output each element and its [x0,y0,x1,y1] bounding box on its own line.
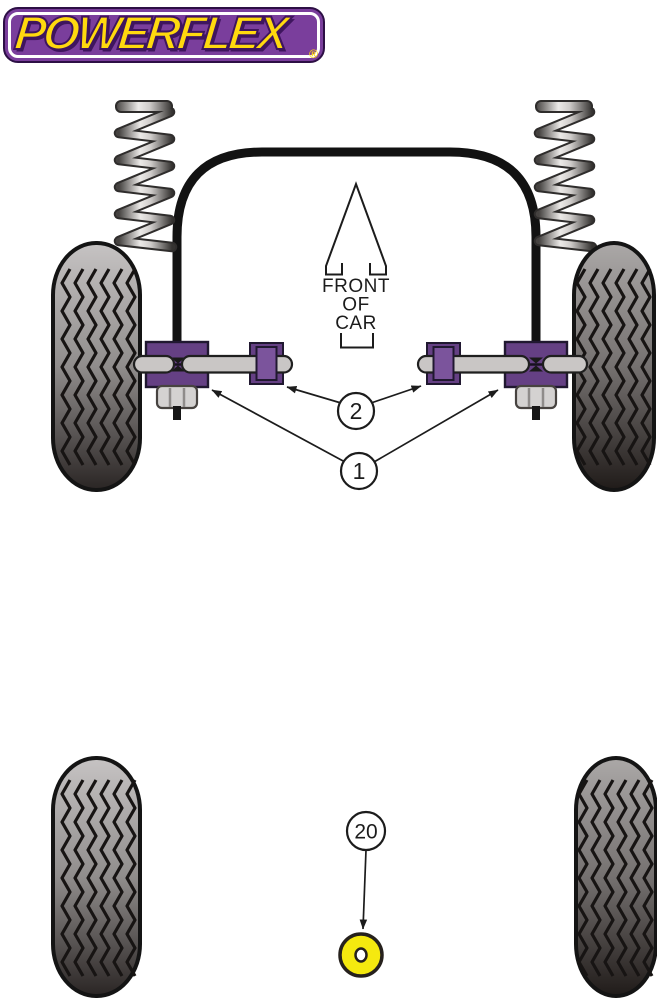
powerflex-logo: POWERFLEX ® [3,5,325,63]
arrow-tail-bracket [340,333,374,349]
callout-20-label: 20 [354,821,377,844]
right-drop-link-bush-band [432,346,455,381]
right-mount-bolt [532,406,540,420]
left-mount-nut [155,384,199,410]
coil-spring-left [116,101,172,247]
logo-inner-border [8,12,320,58]
front-of-car-arrow: FRONT OF CAR [322,181,390,349]
right-arb-mount-assembly [416,340,589,420]
logo-brand-text: POWERFLEX [11,5,289,60]
coil-spring-right [536,101,592,247]
left-drop-link-bush-band [255,346,278,381]
front-of-car-label-line2: OF [342,295,369,316]
left-mount-bolt [173,406,181,420]
left-arb-mount-assembly [132,340,294,420]
registered-trademark-icon: ® [309,47,318,61]
callout-2-label: 2 [350,398,363,424]
callout-1-label: 1 [353,458,366,484]
right-mount-nut [514,384,558,410]
callout-20: 20 [345,810,387,930]
front-of-car-label-line1: FRONT [322,276,390,297]
front-of-car-label-line3: CAR [335,313,377,334]
callout-1: 1 [211,389,499,491]
rear-left-tire [51,756,142,998]
anti-roll-bar [172,147,541,352]
callout-2: 2 [286,385,422,431]
right-link-bar-outer [541,354,589,374]
front-left-tire [51,241,142,492]
rear-right-tire [574,756,657,998]
left-link-bar-outer [132,354,176,374]
yellow-bush-washer [338,932,384,978]
